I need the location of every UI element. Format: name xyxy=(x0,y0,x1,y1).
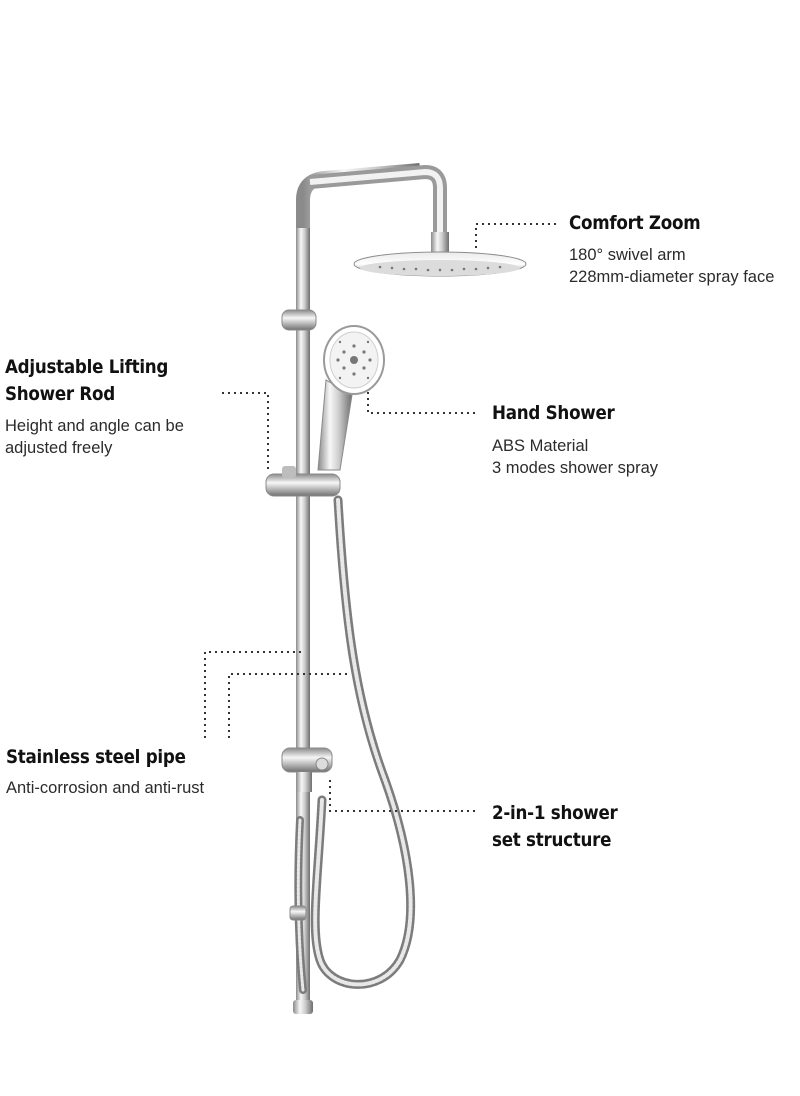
leader-steel-pipe-1 xyxy=(204,651,304,738)
callout-hand-shower-desc: ABS Material 3 modes shower spray xyxy=(492,435,658,479)
lifting-rod-line-1: Height and angle can be xyxy=(5,417,184,435)
diverter-valve xyxy=(281,747,333,792)
lifting-rod-line-2: adjusted freely xyxy=(5,439,113,457)
hand-shower xyxy=(317,325,385,471)
callout-structure-title: 2-in-1 shower set structure xyxy=(492,800,618,854)
leader-comfort-zoom xyxy=(475,223,556,248)
leader-steel-pipe-2 xyxy=(228,673,348,738)
leader-structure xyxy=(329,780,476,812)
callout-hand-shower-title: Hand Shower xyxy=(492,402,615,424)
steel-pipe-line-1: Anti-corrosion and anti-rust xyxy=(6,779,205,797)
rod-connector xyxy=(281,309,317,331)
hand-shower-bracket xyxy=(265,466,341,497)
callout-steel-pipe-title: Stainless steel pipe xyxy=(6,746,186,768)
shower-hose xyxy=(294,495,416,994)
callout-lifting-rod-desc: Height and angle can be adjusted freely xyxy=(5,415,184,459)
callout-comfort-zoom-desc: 180° swivel arm 228mm-diameter spray fac… xyxy=(569,244,774,288)
hand-shower-line-1: ABS Material xyxy=(492,437,589,455)
hand-shower-line-2: 3 modes shower spray xyxy=(492,459,658,477)
structure-title-line-1: 2-in-1 shower xyxy=(492,802,618,824)
leader-lifting-rod xyxy=(222,392,269,470)
callout-lifting-rod-title: Adjustable Lifting Shower Rod xyxy=(5,354,168,408)
callout-steel-pipe-desc: Anti-corrosion and anti-rust xyxy=(6,777,204,799)
hose-clip xyxy=(289,905,307,921)
leader-hand-shower xyxy=(367,392,476,414)
bottom-connector xyxy=(293,1000,313,1014)
comfort-zoom-line-1: 180° swivel arm xyxy=(569,246,686,264)
callout-comfort-zoom-title: Comfort Zoom xyxy=(569,212,701,234)
overhead-arm xyxy=(296,163,449,254)
comfort-zoom-line-2: 228mm-diameter spray face xyxy=(569,268,775,286)
lifting-shower-rod xyxy=(296,228,310,1008)
rain-shower-head xyxy=(353,251,527,277)
lifting-rod-title-line-1: Adjustable Lifting xyxy=(5,356,169,378)
leader-lines xyxy=(204,223,556,812)
lifting-rod-title-line-2: Shower Rod xyxy=(5,383,115,405)
structure-title-line-2: set structure xyxy=(492,829,612,851)
